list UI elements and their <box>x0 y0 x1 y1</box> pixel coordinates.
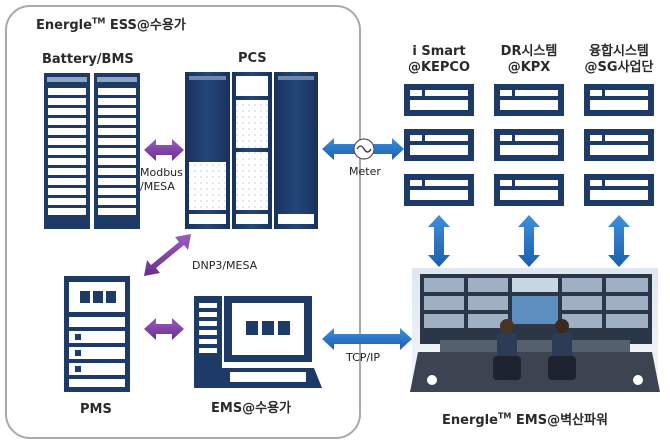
meter-label: Meter <box>349 165 381 178</box>
dnp3-label: DNP3/MESA <box>192 259 258 272</box>
ismart-server-icon <box>404 84 474 206</box>
ismart-control-arrow <box>428 215 450 267</box>
battery-pcs-arrow <box>144 139 184 161</box>
dr-server-icon <box>494 84 564 206</box>
sg-label: 융합시스템 @SG사업단 <box>584 44 654 75</box>
battery-label: Battery/BMS <box>42 52 134 67</box>
dr-control-arrow <box>518 215 540 267</box>
ems-computer-icon <box>194 296 322 388</box>
pms-label: PMS <box>80 402 112 417</box>
control-room-image <box>410 268 660 392</box>
pcs-pms-arrow <box>144 234 191 276</box>
pms-ems-arrow <box>144 318 184 340</box>
ess-group-title: EnergleTM ESS@수용가 <box>36 16 186 33</box>
tcpip-arrow <box>322 328 412 350</box>
tcpip-label: TCP/IP <box>346 351 380 364</box>
pcs-cabinet-icon <box>185 72 318 229</box>
modbus-label: Modbus /MESA <box>140 166 183 193</box>
ismart-label: i Smart @KEPCO <box>407 44 471 75</box>
ems-center-label: EnergleTM EMS@벽산파워 <box>442 411 608 428</box>
battery-rack-icon <box>44 73 140 229</box>
dr-label: DR시스템 @KPX <box>500 44 558 75</box>
sg-server-icon <box>584 84 654 206</box>
ems-customer-label: EMS@수용가 <box>211 401 292 416</box>
pms-rack-icon <box>64 276 130 392</box>
sg-control-arrow <box>608 215 630 267</box>
pcs-label: PCS <box>238 51 267 66</box>
